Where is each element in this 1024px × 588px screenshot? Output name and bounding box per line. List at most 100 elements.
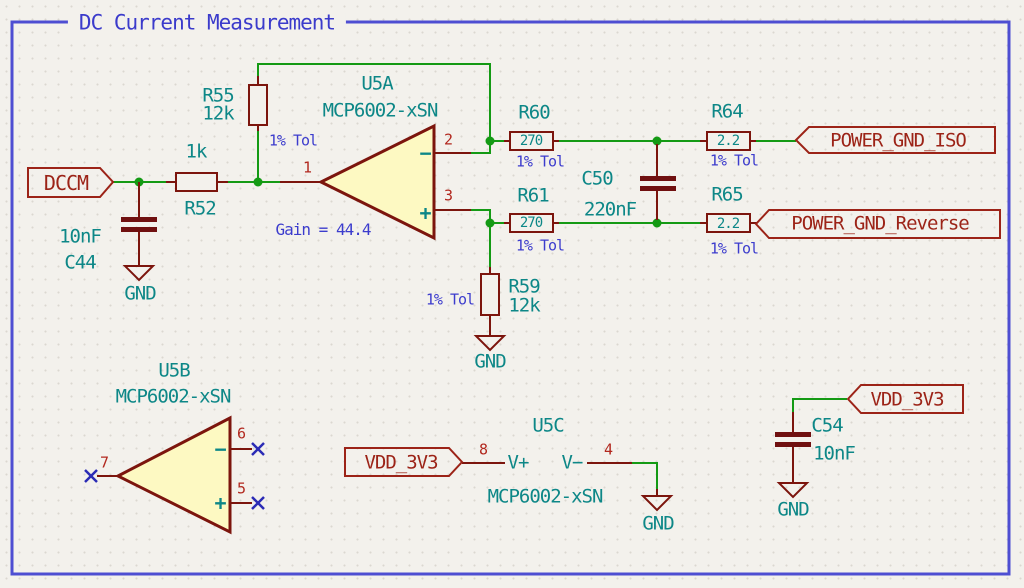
- r65-body[interactable]: [706, 213, 751, 233]
- no-connect-icon: [251, 496, 265, 510]
- c44-plate-top[interactable]: [121, 217, 157, 222]
- r61-reference: R61: [517, 184, 549, 207]
- power-gnd-reverse-net-label[interactable]: POWER_GND_Reverse: [791, 212, 969, 235]
- u5a-pin3-number: 3: [443, 186, 453, 205]
- r55-tolerance-note: 1% Tol: [268, 131, 318, 150]
- c54-plate-bottom[interactable]: [775, 442, 811, 447]
- vdd-3v3-u5c-net-label[interactable]: VDD_3V3: [364, 451, 438, 474]
- r64-value: 2.2: [716, 133, 740, 149]
- u5c-pin8-number: 8: [478, 440, 488, 459]
- u5b-pin6-number: 6: [236, 424, 246, 443]
- r52-body[interactable]: [175, 172, 218, 192]
- c44-reference: C44: [64, 251, 96, 274]
- r65-reference: R65: [711, 183, 743, 206]
- c50-plate-bottom[interactable]: [640, 186, 676, 191]
- u5c-pin4-number: 4: [603, 440, 613, 459]
- r61-body[interactable]: [509, 213, 554, 233]
- junction-dot[interactable]: [652, 218, 662, 228]
- vdd-3v3-c54-net-label[interactable]: VDD_3V3: [870, 388, 944, 411]
- u5c-vplus-pin-name: V+: [507, 451, 530, 474]
- net-label-shapes[interactable]: [27, 126, 1001, 477]
- power-gnd-iso-net-label[interactable]: POWER_GND_ISO: [830, 129, 967, 152]
- c54-value: 10nF: [813, 442, 856, 465]
- capacitors[interactable]: [121, 176, 811, 447]
- r55-body[interactable]: [248, 84, 268, 126]
- junction-dot[interactable]: [485, 136, 495, 146]
- r59-gnd-label: GND: [474, 350, 506, 373]
- r59-body[interactable]: [480, 273, 500, 316]
- u5c-reference: U5C: [532, 414, 564, 437]
- c50-plate-top[interactable]: [640, 176, 676, 181]
- u5a-inverting-input-sign: −: [419, 141, 431, 165]
- junction-dot[interactable]: [485, 218, 495, 228]
- r60-value: 270: [519, 133, 543, 149]
- u5a-reference: U5A: [361, 72, 393, 95]
- r60-tolerance-note: 1% Tol: [515, 152, 565, 171]
- gnd-symbol-r59[interactable]: [473, 335, 507, 352]
- c44-plate-bottom[interactable]: [121, 227, 157, 232]
- wire-u5c-vminus-gnd[interactable]: [632, 462, 658, 489]
- no-connect-marks: [84, 442, 265, 510]
- r64-tolerance-note: 1% Tol: [709, 151, 759, 170]
- c54-plate-top[interactable]: [775, 432, 811, 437]
- c54-gnd-label: GND: [777, 498, 809, 521]
- u5b-reference: U5B: [158, 359, 190, 382]
- r55-value: 12k: [202, 102, 234, 125]
- u5c-vminus-pin-name: V−: [561, 451, 584, 474]
- gnd-symbol-u5c[interactable]: [640, 495, 674, 512]
- no-connect-icon: [84, 469, 98, 483]
- sheet-title: DC Current Measurement: [67, 12, 347, 34]
- r60-reference: R60: [518, 101, 550, 124]
- wire-vdd-to-c54[interactable]: [792, 398, 847, 412]
- u5a-pin1-number: 1: [302, 158, 312, 177]
- vdd-3v3-c54-label-shape[interactable]: [846, 384, 964, 414]
- r65-tolerance-note: 1% Tol: [709, 239, 759, 258]
- junctions[interactable]: [134, 136, 662, 228]
- c50-value: 220nF: [583, 198, 637, 221]
- r60-body[interactable]: [509, 131, 554, 151]
- dccm-net-label[interactable]: DCCM: [43, 171, 89, 195]
- power-gnd-iso-label-shape[interactable]: [794, 126, 996, 154]
- r65-value: 2.2: [716, 216, 740, 232]
- gnd-symbols[interactable]: [122, 265, 810, 512]
- wire-feedback[interactable]: [257, 63, 491, 154]
- resistors[interactable]: [175, 84, 751, 316]
- u5a-value: MCP6002-xSN: [322, 99, 439, 122]
- r59-value: 12k: [508, 294, 540, 317]
- pin-stubs: [97, 76, 794, 504]
- u5b-inverting-input-sign: −: [214, 437, 226, 461]
- r59-tolerance-note: 1% Tol: [425, 290, 475, 309]
- r64-reference: R64: [711, 100, 743, 123]
- u5c-gnd-label: GND: [642, 512, 674, 535]
- r61-tolerance-note: 1% Tol: [515, 236, 565, 255]
- r52-value: 1k: [185, 140, 208, 163]
- u5b-noninverting-input-sign: +: [214, 491, 226, 515]
- c50-reference: C50: [581, 167, 613, 190]
- vdd-3v3-u5c-label-shape[interactable]: [344, 447, 464, 477]
- r61-value: 270: [519, 215, 543, 231]
- power-gnd-reverse-label-shape[interactable]: [754, 209, 1001, 239]
- u5a-opamp-body[interactable]: [317, 123, 436, 241]
- c54-reference: C54: [811, 414, 843, 437]
- r52-reference: R52: [184, 197, 216, 220]
- u5c-value: MCP6002-xSN: [487, 485, 604, 508]
- wire-pin3-to-r59[interactable]: [471, 209, 491, 267]
- junction-dot[interactable]: [253, 177, 263, 187]
- r59-reference: R59: [508, 275, 540, 298]
- u5a-noninverting-input-sign: +: [419, 201, 431, 225]
- junction-dot[interactable]: [652, 136, 662, 146]
- u5b-pin7-number: 7: [99, 453, 109, 472]
- wires[interactable]: [113, 63, 847, 489]
- no-connect-icon: [251, 442, 265, 456]
- dccm-label-shape[interactable]: [27, 167, 115, 198]
- u5a-pin2-number: 2: [443, 130, 453, 149]
- u5b-opamp-body[interactable]: [114, 415, 232, 535]
- gnd-symbol-c44[interactable]: [122, 265, 156, 282]
- gnd-symbol-c54[interactable]: [776, 482, 810, 499]
- r64-body[interactable]: [706, 131, 751, 151]
- u5b-pin5-number: 5: [236, 479, 246, 498]
- r55-reference: R55: [202, 84, 234, 107]
- gain-note: Gain = 44.4: [275, 220, 372, 239]
